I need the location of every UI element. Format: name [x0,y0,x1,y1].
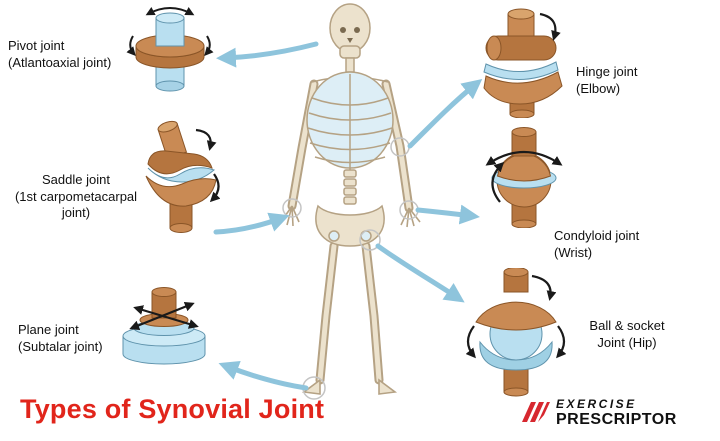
rotation-arrow-icon [485,150,563,203]
saddle-joint-label: Saddle joint (1st carpometacarpal joint) [0,172,152,222]
skeleton-illustration [280,3,421,400]
saddle-joint-sub: (1st carpometacarpal joint) [14,188,138,221]
pivot-joint-label: Pivot joint (Atlantoaxial joint) [8,38,111,71]
logo-text: EXERCISE PRESCRIPTOR [556,397,677,429]
plane-joint-label: Plane joint (Subtalar joint) [18,322,103,355]
rotation-arrow-icon [539,12,561,41]
page-title: Types of Synovial Joint [20,394,325,424]
plane-joint-sub: (Subtalar joint) [18,338,103,354]
ball-socket-joint-label: Ball & socket Joint (Hip) [572,318,682,351]
hinge-joint-name: Hinge joint [576,64,638,79]
ball-socket-joint-illustration [465,268,567,397]
logo-line2: PRESCRIPTOR [556,411,677,429]
ball-socket-joint-name: Ball & socket [589,318,665,333]
pivot-joint-name: Pivot joint [8,38,65,53]
saddle-joint-name: Saddle joint [42,172,110,187]
hinge-joint-sub: (Elbow) [576,80,621,96]
skeleton-torso [306,3,394,247]
red-stripes-emblem-icon [522,402,550,423]
pivot-joint-illustration [126,7,214,92]
hinge-joint-illustration [483,8,563,118]
rotation-arrow-icon [126,7,214,57]
skeleton-hands-feet [280,205,421,395]
condyloid-joint-sub: (Wrist) [554,244,593,260]
pivot-joint-sub: (Atlantoaxial joint) [8,54,112,70]
plane-joint-name: Plane joint [18,322,79,337]
logo-line1: EXERCISE [556,397,637,411]
saddle-joint-illustration [145,120,221,233]
hinge-joint-label: Hinge joint (Elbow) [576,64,637,97]
rotation-arrow-icon [465,274,567,359]
gliding-arrow-icon [129,301,199,331]
condyloid-joint-illustration [485,127,563,228]
ball-socket-joint-sub: Joint (Hip) [597,334,657,350]
condyloid-joint-label: Condyloid joint (Wrist) [554,228,639,261]
rotation-arrow-icon [195,128,221,203]
skull-face [340,27,360,43]
condyloid-joint-name: Condyloid joint [554,228,640,243]
plane-joint-illustration [122,287,206,365]
logo: EXERCISE PRESCRIPTOR [520,397,677,429]
